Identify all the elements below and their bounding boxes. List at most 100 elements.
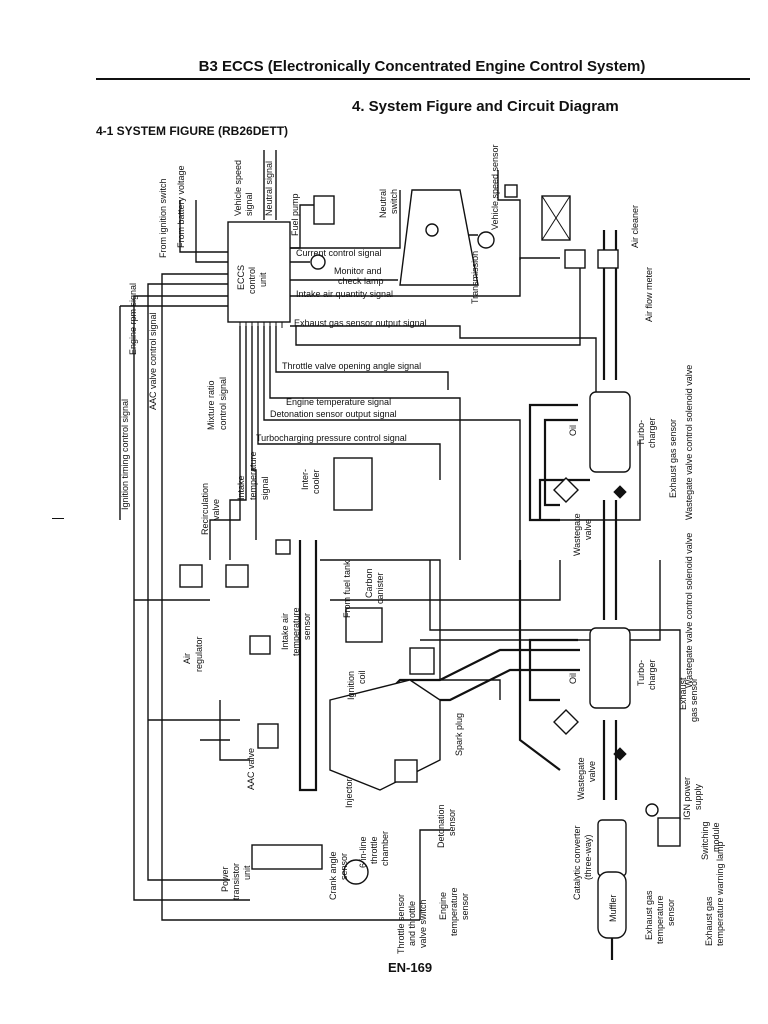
- label-ign-power-1: IGN power: [682, 777, 692, 820]
- header-rule: [96, 78, 750, 80]
- label-muffler: Muffler: [608, 895, 618, 922]
- label-ignition-coil-1: Ignition: [346, 671, 356, 700]
- air-flow-meter-2: [597, 249, 619, 269]
- label-air-cleaner: Air cleaner: [630, 205, 640, 248]
- label-carbon-1: Carbon: [364, 568, 374, 598]
- margin-mark: [52, 518, 64, 519]
- recirculation-valve-1: [179, 564, 203, 588]
- label-ignition-coil-2: coil: [357, 670, 367, 684]
- label-wastegate-solenoid-1: Wastegate valve control solenoid valve: [684, 365, 694, 520]
- label-current-control-signal: Current control signal: [296, 248, 382, 258]
- label-exhaust-temp-sensor-1: Exhaust gas: [644, 890, 654, 940]
- label-intake-air-sensor-2: temperature: [291, 607, 301, 656]
- label-engine-temp-sensor-2: temperature: [449, 887, 459, 936]
- label-check-lamp: check lamp: [338, 276, 384, 286]
- label-detonation-sensor-1: Detonation: [436, 804, 446, 848]
- label-battery-voltage: From battery voltage: [176, 165, 186, 248]
- label-throttle-sensor-1: Throttle sensor: [396, 894, 406, 954]
- label-intake-temp-3: signal: [260, 476, 270, 500]
- fuel-pump: [313, 195, 335, 225]
- label-oil-1: Oil: [568, 425, 578, 436]
- label-catalytic-2: (three-way): [583, 834, 593, 880]
- label-throttle-chamber-3: chamber: [380, 831, 390, 866]
- label-wastegate-1a: Wastegate: [572, 513, 582, 556]
- warning-lamp: [645, 803, 659, 817]
- neutral-switch: [425, 223, 439, 237]
- label-recirculation-2: valve: [211, 499, 221, 520]
- label-transmission: Transmission: [470, 251, 480, 304]
- label-exhaust-sensor-1: Exhaust gas sensor: [668, 419, 678, 498]
- label-aac-valve: AAC valve: [246, 748, 256, 790]
- solenoid-valve: [409, 647, 435, 675]
- eccs-control-unit: [227, 221, 291, 323]
- label-neutral-signal: Neutral signal: [264, 161, 274, 216]
- turbocharger-2: [589, 627, 631, 709]
- subsection-title: 4-1 SYSTEM FIGURE (RB26DETT): [96, 124, 289, 138]
- monitor-lamp: [310, 254, 326, 270]
- air-flow-meter-1: [564, 249, 586, 269]
- label-intake-air-quantity: Intake air quantity signal: [296, 289, 393, 299]
- label-engine-temp-sensor-1: Engine: [438, 892, 448, 920]
- label-fuel-tank: From fuel tank: [342, 560, 352, 618]
- label-intercooler-1: Inter-: [300, 469, 310, 490]
- label-injector: Injector: [344, 778, 354, 808]
- label-switching-1: Switching: [700, 821, 710, 860]
- label-exhaust-sensor-2b: gas sensor: [689, 678, 699, 722]
- label-air-regulator-1: Air: [182, 653, 192, 664]
- label-air-flow-meter: Air flow meter: [644, 267, 654, 322]
- label-detonation-output: Detonation sensor output signal: [270, 409, 397, 419]
- label-monitor-lamp: Monitor and: [334, 266, 382, 276]
- label-eccs-2: control: [247, 267, 257, 294]
- label-power-transistor-1: Power: [220, 866, 230, 892]
- label-wastegate-2b: valve: [587, 761, 597, 782]
- intercooler: [333, 457, 373, 511]
- label-aac-control: AAC valve control signal: [148, 312, 158, 410]
- label-wastegate-2a: Wastegate: [576, 757, 586, 800]
- label-vehicle-speed-sensor: Vehicle speed sensor: [490, 144, 500, 230]
- turbocharger-1: [589, 391, 631, 473]
- wastegate-valve-1: [553, 477, 579, 503]
- label-turbo-2b: charger: [647, 659, 657, 690]
- label-eccs-3: unit: [258, 272, 268, 287]
- power-transistor-unit: [251, 844, 323, 870]
- label-power-transistor-3: unit: [242, 865, 252, 880]
- label-spark-plug: Spark plug: [454, 713, 464, 756]
- document-header: B3 ECCS (Electronically Concentrated Eng…: [198, 58, 646, 75]
- label-intake-temp-2: temperature: [248, 451, 258, 500]
- label-turbocharging-pressure: Turbocharging pressure control signal: [256, 433, 407, 443]
- carbon-canister: [345, 607, 383, 643]
- muffler: [597, 871, 627, 939]
- label-throttle-opening: Throttle valve opening angle signal: [282, 361, 421, 371]
- wiring-lines: [119, 150, 681, 921]
- label-fuel-pump: Fuel pump: [290, 193, 300, 236]
- label-eccs-1: ECCS: [236, 265, 246, 290]
- label-throttle-sensor-2: and throttle: [407, 901, 417, 946]
- label-switching-2: module: [711, 822, 721, 852]
- label-mixture-ratio-2: control signal: [218, 377, 228, 430]
- page-number: EN-169: [388, 960, 433, 975]
- wastegate-valve-2: [553, 709, 579, 735]
- label-intercooler-2: cooler: [311, 469, 321, 494]
- crank-angle-sensor: [343, 859, 369, 885]
- recirculation-valve-2: [225, 564, 249, 588]
- catalytic-converter: [597, 819, 627, 877]
- label-wastegate-solenoid-2: Wastegate valve control solenoid valve: [684, 533, 694, 688]
- label-ignition-timing: Ignition timing control signal: [120, 399, 130, 510]
- label-turbo-2a: Turbo-: [636, 660, 646, 686]
- label-throttle-chamber-2: throttle: [369, 836, 379, 864]
- label-ignition-switch: From ignition switch: [158, 178, 168, 258]
- label-intake-air-sensor-1: Intake air: [280, 613, 290, 650]
- label-neutral-switch-1: Neutral: [378, 189, 388, 218]
- label-exhaust-temp-sensor-3: sensor: [666, 899, 676, 926]
- label-exhaust-temp-lamp-1: Exhaust gas: [704, 896, 714, 946]
- label-wastegate-1b: valve: [583, 519, 593, 540]
- label-exhaust-gas-output: Exhaust gas sensor output signal: [294, 318, 427, 328]
- transmission: [399, 189, 479, 286]
- label-power-transistor-2: transistor: [231, 863, 241, 900]
- label-mixture-ratio-1: Mixture ratio: [206, 380, 216, 430]
- label-throttle-sensor-3: valve switch: [418, 899, 428, 948]
- label-crank-angle-2: sensor: [339, 853, 349, 880]
- label-vehicle-speed-signal-2: signal: [244, 192, 254, 216]
- label-neutral-switch-2: switch: [389, 189, 399, 214]
